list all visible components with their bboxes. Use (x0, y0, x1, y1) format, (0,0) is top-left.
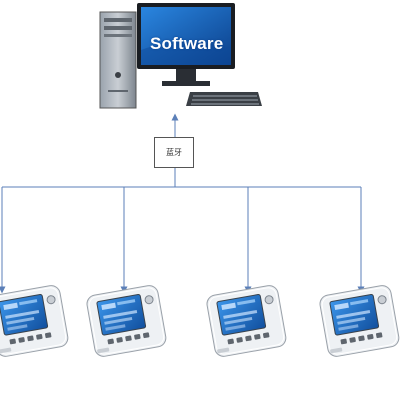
handheld-device-icon (206, 285, 287, 357)
handheld-device-icon (0, 285, 69, 357)
handheld-device-icon (319, 285, 400, 357)
handheld-device-icon (86, 285, 167, 357)
desktop-computer-icon (99, 3, 262, 109)
bluetooth-relay-box: 蓝牙 (154, 137, 194, 168)
relay-label: 蓝牙 (166, 148, 182, 157)
software-screen-text: Software (150, 34, 224, 53)
